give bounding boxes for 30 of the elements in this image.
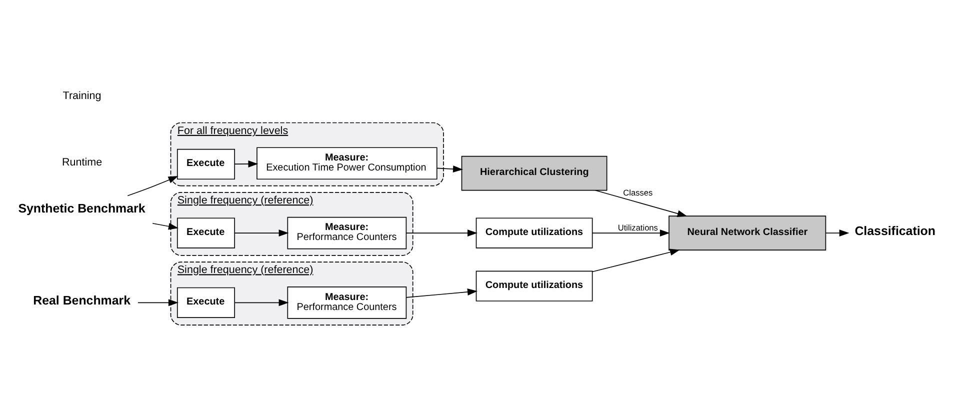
- label: Runtime: [62, 156, 102, 168]
- arrow: [406, 288, 478, 298]
- arrow: [592, 229, 670, 236]
- node-box: Compute utilizations: [476, 270, 593, 301]
- arrow: [152, 222, 178, 230]
- node-box: Measure: Performance Counters: [287, 216, 407, 249]
- node-text: Classification: [854, 224, 936, 238]
- node-box: Neural Network Classifier: [668, 215, 826, 250]
- arrow: [592, 248, 680, 272]
- label: Training: [62, 90, 102, 102]
- arrow: [436, 165, 463, 172]
- node-box: Compute utilizations: [476, 217, 593, 248]
- node-text: Synthetic Benchmark: [18, 201, 146, 216]
- arrow: [127, 176, 178, 196]
- edge-label: Utilizations: [618, 222, 658, 232]
- node-box: Execute: [176, 148, 235, 180]
- arrow: [138, 298, 178, 306]
- node-box: Execute: [176, 286, 235, 318]
- arrow: [406, 229, 478, 236]
- arrow: [595, 189, 688, 216]
- node-box: Execute: [176, 217, 235, 248]
- arrow: [234, 298, 289, 306]
- node-box: Hierarchical Clustering: [461, 155, 608, 190]
- node-box: Measure: Performance Counters: [287, 286, 407, 318]
- arrow: [825, 229, 850, 236]
- edge-label: Classes: [623, 187, 653, 198]
- node-text: Real Benchmark: [33, 293, 130, 308]
- arrow: [234, 160, 258, 167]
- node-box: Measure: Execution Time Power Consumption: [256, 146, 438, 180]
- arrow: [234, 229, 289, 236]
